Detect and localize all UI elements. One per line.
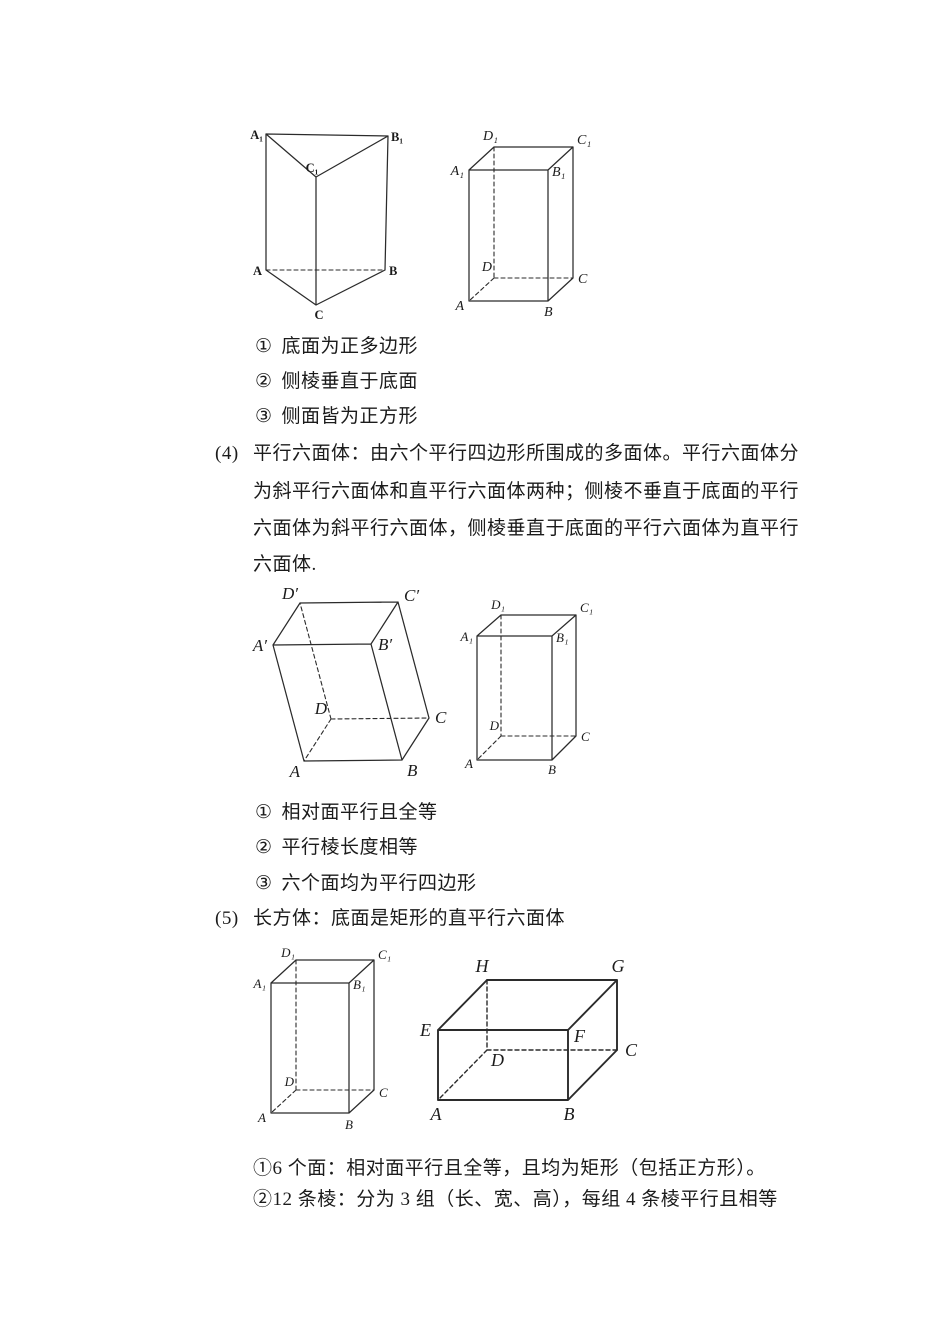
vertex-label-b1: B₁ [552, 165, 565, 180]
vertex-label-c: C [314, 308, 323, 322]
vertex-label-d: D [284, 1074, 295, 1089]
vertex-label-b1: B₁ [556, 630, 568, 645]
right-prism-figure-2: D₁ C₁ A₁ B₁ D C A B [460, 597, 594, 777]
paragraph-line: 六面体为斜平行六面体，侧棱垂直于底面的平行六面体为直平行 [253, 518, 800, 539]
vertex-label-c: C [625, 1040, 638, 1060]
note-item: ③ 六个面均为平行四边形 [255, 872, 477, 896]
vertex-label-b: B [389, 264, 397, 278]
item-marker: ② [253, 1189, 273, 1210]
triangular-prism-figure: A₁ B₁ C₁ A B C [250, 128, 403, 322]
note-item: ② 平行棱长度相等 [255, 836, 418, 860]
item-marker: ① [255, 336, 273, 357]
vertex-label-e: E [419, 1020, 431, 1040]
vertex-label-a: A [464, 756, 473, 771]
vertex-label-d: D [314, 699, 328, 718]
vertex-label-d: D [490, 1050, 504, 1070]
item-marker: ③ [255, 873, 273, 894]
vertex-label-b1: B′ [378, 635, 392, 654]
paragraph-line: 平行六面体：由六个平行四边形所围成的多面体。平行六面体分 [253, 443, 800, 464]
item-text: 相对面平行且全等 [281, 802, 438, 823]
vertex-label-a1: A₁ [460, 629, 473, 644]
note-item: ① 底面为正多边形 [255, 335, 418, 359]
item-number: (4) [215, 443, 239, 464]
item-text: 12 条棱：分为 3 组（长、宽、高），每组 4 条棱平行且相等 [272, 1189, 778, 1210]
vertex-label-h: H [475, 956, 490, 976]
prism-edges [437, 979, 618, 1101]
vertex-label-b1: B₁ [391, 130, 403, 144]
vertex-label-a1: A₁ [250, 128, 263, 142]
vertex-label-b: B [544, 305, 553, 320]
vertex-label-b: B [345, 1117, 353, 1132]
vertex-label-d1: D₁ [490, 597, 505, 612]
vertex-label-f: F [573, 1026, 586, 1046]
right-prism-figure-1: D₁ C₁ A₁ B₁ D C A B [450, 129, 592, 320]
vertex-label-c1: C₁ [577, 133, 591, 148]
vertex-label-a: A [257, 1110, 266, 1125]
vertex-label-b: B [407, 761, 418, 780]
vertex-label-a1: A₁ [253, 976, 266, 991]
item-text: 6 个面：相对面平行且全等，且均为矩形（包括正方形）。 [272, 1158, 766, 1179]
vertex-label-g: G [612, 956, 625, 976]
vertex-label-a1: A₁ [450, 164, 464, 179]
item-text: 底面为正多边形 [281, 336, 419, 357]
paragraph-line: 六面体. [253, 554, 317, 575]
item-text: 侧面皆为正方形 [281, 406, 419, 427]
note-item: ①6 个面：相对面平行且全等，且均为矩形（包括正方形）。 [253, 1157, 766, 1181]
prism-edges [272, 601, 430, 762]
vertex-label-a1: A′ [252, 636, 267, 655]
item-text: 平行棱长度相等 [281, 837, 419, 858]
item-heading: 长方体：底面是矩形的直平行六面体 [253, 908, 566, 929]
vertex-label-c: C [435, 708, 447, 727]
vertex-label-d: D [481, 260, 492, 275]
item-marker: ② [255, 371, 273, 392]
item-marker: ① [253, 1158, 273, 1179]
note-item: ② 侧棱垂直于底面 [255, 370, 418, 394]
prism-edges [265, 133, 389, 306]
oblique-parallelepiped-figure: D′ C′ A′ B′ D C A B [252, 584, 447, 781]
vertex-label-c1: C₁ [580, 600, 593, 615]
note-item: ① 相对面平行且全等 [255, 801, 438, 825]
vertex-label-c: C [578, 272, 588, 287]
vertex-label-a: A [289, 762, 301, 781]
vertex-label-a: A [454, 299, 464, 314]
prism-edges [476, 614, 577, 761]
vertex-label-b: B [548, 762, 556, 777]
vertex-label-d1: D₁ [482, 129, 498, 144]
vertex-label-d: D [489, 718, 500, 733]
item-number: (5) [215, 908, 239, 929]
item-text: 六个面均为平行四边形 [281, 873, 477, 894]
vertex-label-b1: B₁ [353, 977, 365, 992]
vertex-label-a: A [253, 264, 262, 278]
prism-edges [270, 959, 375, 1114]
vertex-label-d1: D′ [281, 584, 298, 603]
note-item: ③ 侧面皆为正方形 [255, 405, 418, 429]
vertex-label-d1: D₁ [280, 945, 295, 960]
cuboid-figure: H G E F D C A B [419, 956, 638, 1124]
vertex-label-b: B [564, 1104, 575, 1124]
vertex-label-a: A [430, 1104, 443, 1124]
item-marker: ② [255, 837, 273, 858]
vertex-label-c1: C₁ [306, 161, 319, 175]
vertex-label-c1: C′ [404, 586, 419, 605]
paragraph-line: 为斜平行六面体和直平行六面体两种；侧棱不垂直于底面的平行 [253, 481, 800, 502]
right-prism-figure-3: D₁ C₁ A₁ B₁ D C A B [253, 945, 392, 1132]
vertex-label-c1: C₁ [378, 947, 391, 962]
vertex-label-c: C [581, 729, 590, 744]
prism-edges [468, 146, 574, 302]
item-text: 侧棱垂直于底面 [281, 371, 419, 392]
item-marker: ③ [255, 406, 273, 427]
item-marker: ① [255, 802, 273, 823]
note-item: ②12 条棱：分为 3 组（长、宽、高），每组 4 条棱平行且相等 [253, 1188, 778, 1212]
vertex-label-c: C [379, 1085, 388, 1100]
